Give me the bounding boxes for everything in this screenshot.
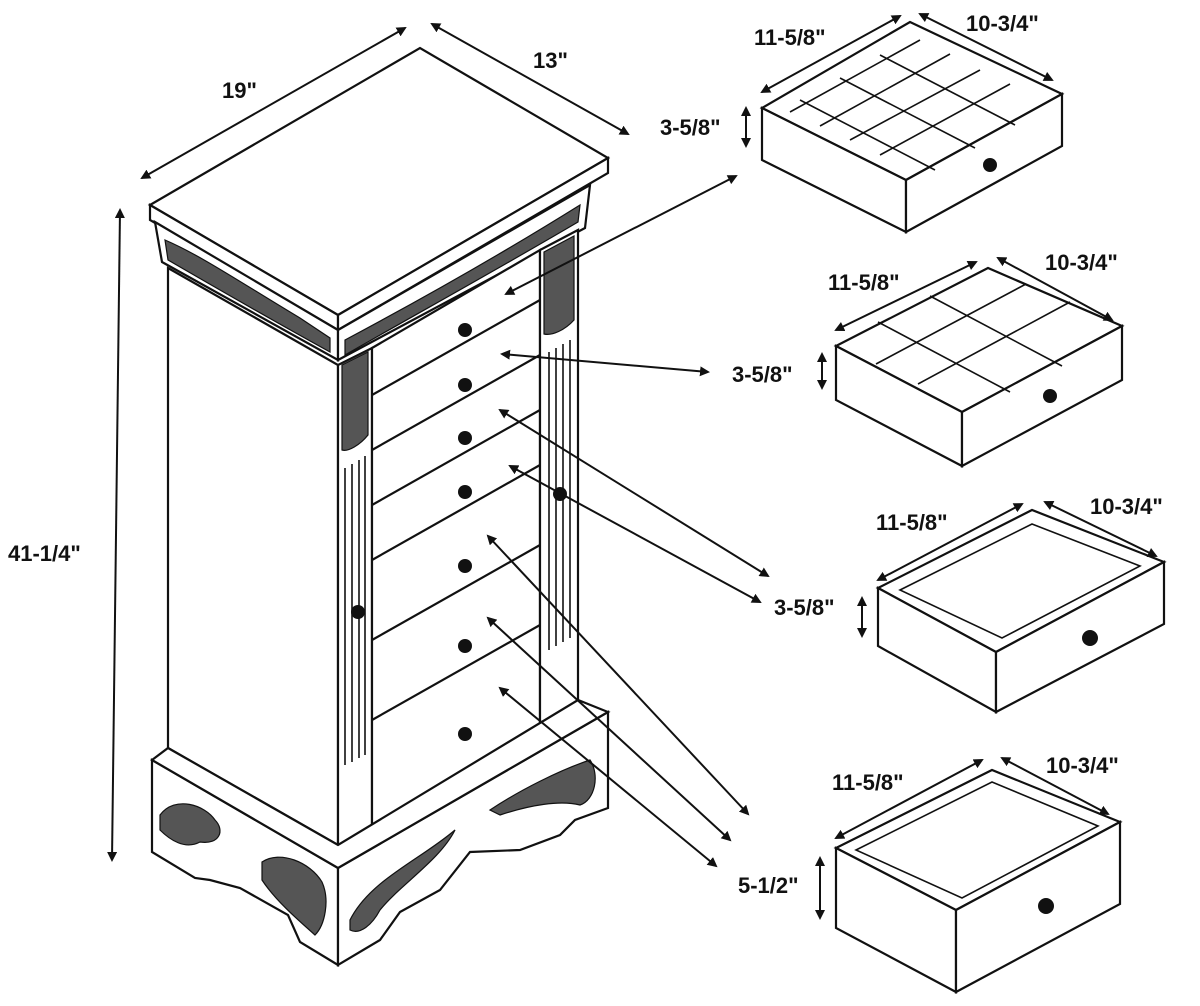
- drawer-1: 11-5/8" 10-3/4" 3-5/8": [660, 11, 1065, 234]
- drawer-3-height-label: 3-5/8": [774, 595, 835, 620]
- drawer-4-width-label: 11-5/8": [832, 770, 904, 795]
- drawer-2-width-label: 11-5/8": [828, 270, 900, 295]
- drawer-4-knob: [1038, 898, 1054, 914]
- cabinet-height-label: 41-1/4": [8, 541, 81, 566]
- cabinet-width-label: 19": [222, 78, 257, 103]
- drawer-knobs: [458, 323, 472, 741]
- drawer-3-depth-label: 10-3/4": [1090, 494, 1163, 519]
- drawer-1-height-label: 3-5/8": [660, 115, 721, 140]
- drawer-2: 11-5/8" 10-3/4" 3-5/8": [732, 250, 1125, 468]
- base-ornament-front: [349, 829, 456, 932]
- callout-arrows: [486, 175, 770, 868]
- cabinet-dimension-arrows: [107, 23, 630, 862]
- carved-pilaster-right: [543, 235, 575, 335]
- carved-pilaster-left: [341, 351, 369, 451]
- drawer-3-knob: [1082, 630, 1098, 646]
- drawer-2-height-label: 3-5/8": [732, 362, 793, 387]
- cabinet-depth-label: 13": [533, 48, 568, 73]
- drawer-4-height-label: 5-1/2": [738, 873, 799, 898]
- drawer-2-depth-label: 10-3/4": [1045, 250, 1118, 275]
- drawer-4: 11-5/8" 10-3/4" 5-1/2": [738, 753, 1123, 994]
- armoire-cabinet: [147, 46, 611, 967]
- drawer-4-depth-label: 10-3/4": [1046, 753, 1119, 778]
- drawer-3-width-label: 11-5/8": [876, 510, 948, 535]
- left-side-panel: [166, 266, 340, 847]
- left-door-knob: [351, 605, 365, 619]
- drawer-1-knob: [983, 158, 997, 172]
- base-ornament-left: [159, 803, 221, 846]
- drawer-1-width-label: 11-5/8": [754, 25, 826, 50]
- drawer-2-knob: [1043, 389, 1057, 403]
- drawer-3: 11-5/8" 10-3/4" 3-5/8": [774, 494, 1167, 714]
- drawer-1-depth-label: 10-3/4": [966, 11, 1039, 36]
